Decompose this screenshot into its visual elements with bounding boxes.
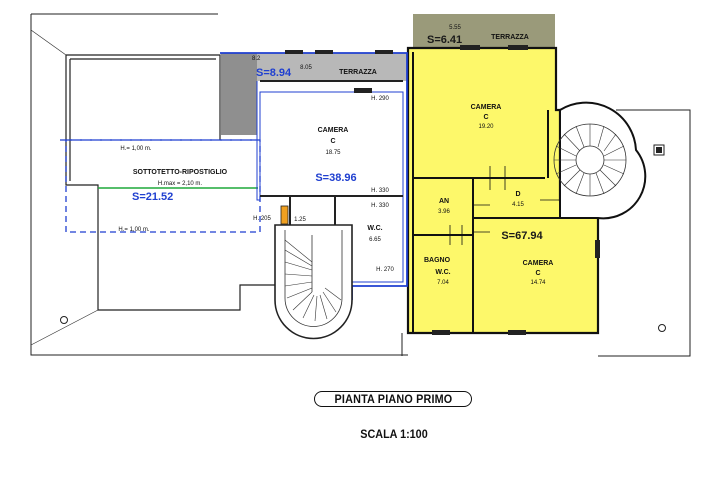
terrazza-top-name: TERRAZZA xyxy=(491,34,529,41)
wc-mid-h1: H. 330 xyxy=(371,203,389,209)
plan-title: PIANTA PIANO PRIMO xyxy=(334,392,452,406)
bagno-sub: W.C. xyxy=(435,269,450,276)
stair-door-marker xyxy=(280,205,289,225)
camera-mid-h1: H. 290 xyxy=(371,96,389,102)
terrace-top-fill xyxy=(413,14,555,48)
terrace-left-strip xyxy=(257,53,407,81)
terrazza-left-code: 8.2 xyxy=(252,56,261,62)
sottotetto-h-bottom: H.= 1,00 m. xyxy=(118,227,150,233)
an-name: AN xyxy=(439,198,449,205)
chimney-marker xyxy=(653,144,665,156)
stair-spiral xyxy=(553,101,647,220)
camera-right-sqm: 14.74 xyxy=(530,280,546,286)
camera-mid-sqm: 18.75 xyxy=(325,150,341,156)
middle-windows xyxy=(285,50,393,93)
misc-h-small: H. 205 xyxy=(253,216,271,222)
plan-title-box: PIANTA PIANO PRIMO xyxy=(314,391,472,407)
camera-right-name: CAMERA xyxy=(523,260,554,267)
bagno-sqm: 7.04 xyxy=(437,280,449,286)
terrace-left-fill xyxy=(221,53,257,135)
d-name: D xyxy=(515,191,520,198)
camera-top-cat: C xyxy=(483,114,488,121)
roof-outline xyxy=(30,13,691,357)
sottotetto-name: SOTTOTETTO-RIPOSTIGLIO xyxy=(133,169,228,176)
terrazza-left-area: S=8.94 xyxy=(256,67,292,79)
yellow-windows xyxy=(432,45,600,335)
yellow-doors xyxy=(449,166,560,245)
camera-mid-cat: C xyxy=(330,138,335,145)
plan-scale: SCALA 1:100 xyxy=(360,427,428,441)
terrazza-left-name: TERRAZZA xyxy=(339,69,377,76)
stair-middle xyxy=(274,224,353,340)
drain-left xyxy=(60,316,68,324)
d-sqm: 4.15 xyxy=(512,202,524,208)
total-right: S=67.94 xyxy=(501,230,543,242)
camera-right-cat: C xyxy=(535,270,540,277)
an-sqm: 3.96 xyxy=(438,209,450,215)
middle-block-inner xyxy=(256,81,404,283)
camera-mid-name: CAMERA xyxy=(318,127,349,134)
wc-mid-sqm: 6.65 xyxy=(369,237,381,243)
misc-dim-stair: 1.25 xyxy=(294,217,306,223)
terrazza-left-width: 8.05 xyxy=(300,65,312,71)
terrazza-top-area: S=6.41 xyxy=(427,34,462,46)
bagno-name: BAGNO xyxy=(424,257,451,264)
total-mid: S=38.96 xyxy=(315,172,356,184)
camera-mid-h2: H. 330 xyxy=(371,188,389,194)
wc-mid-h2: H. 270 xyxy=(376,267,394,273)
sottotetto-hmax: H.max = 2,10 m. xyxy=(158,181,203,187)
terrazza-top-dim: 5.55 xyxy=(449,25,461,31)
sottotetto-area: S=21.52 xyxy=(132,191,173,203)
sottotetto-h-top: H.= 1,00 m. xyxy=(120,146,152,152)
yellow-walls xyxy=(412,52,560,333)
drain-right xyxy=(658,324,666,332)
camera-top-name: CAMERA xyxy=(471,104,502,111)
wc-mid-name: W.C. xyxy=(367,225,382,232)
attic-slope-lines xyxy=(30,29,99,346)
camera-top-sqm: 19.20 xyxy=(478,124,494,130)
